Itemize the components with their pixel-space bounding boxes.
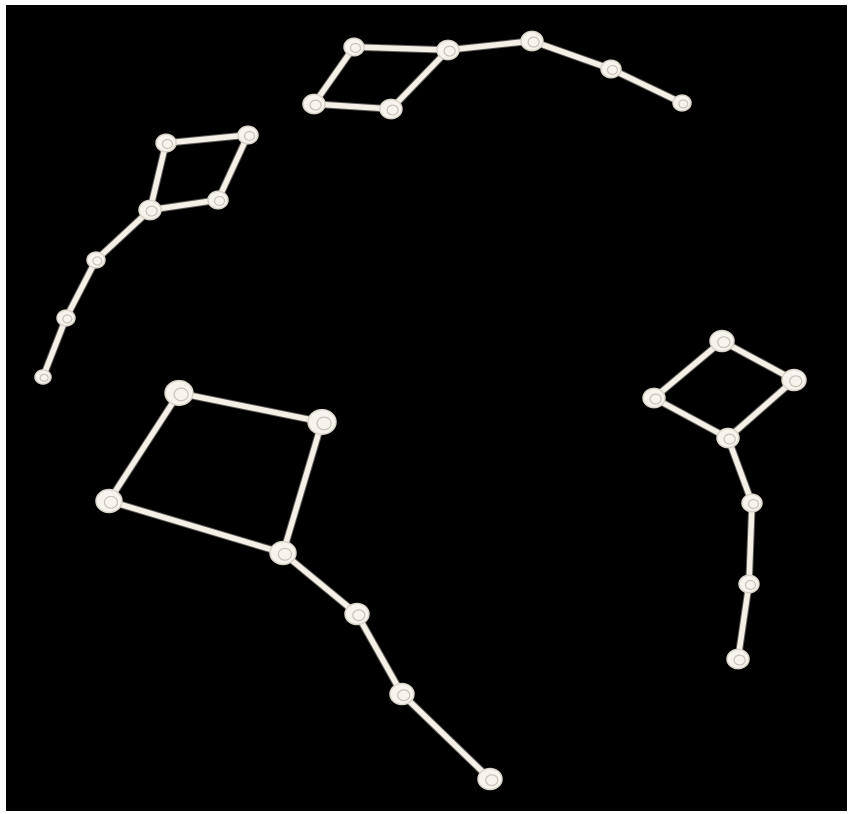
dipper-right-line-5 xyxy=(749,503,752,584)
dipper-bottom-left-star-6 xyxy=(478,768,502,789)
dipper-top-star-6 xyxy=(380,99,402,118)
dipper-right-star-0 xyxy=(710,330,734,351)
black-sky xyxy=(6,5,847,811)
dipper-right-star-1 xyxy=(782,369,806,390)
dipper-bottom-left-star-0 xyxy=(165,381,193,406)
dipper-bottom-left-star-2 xyxy=(270,542,296,565)
dipper-top-star-5 xyxy=(303,94,325,113)
dipper-top-line-0 xyxy=(354,47,448,50)
dipper-right-star-2 xyxy=(717,428,739,447)
dipper-bottom-left-star-1 xyxy=(308,410,336,435)
dipper-bottom-left-star-3 xyxy=(96,490,122,513)
dipper-right-star-3 xyxy=(643,388,665,407)
dipper-left-star-3 xyxy=(139,200,161,219)
dipper-bottom-left-star-4 xyxy=(345,603,369,624)
dipper-top-star-1 xyxy=(437,40,459,59)
dipper-bottom-left-star-5 xyxy=(390,683,414,704)
dipper-right-star-6 xyxy=(727,649,749,668)
dipper-top-star-2 xyxy=(521,31,543,50)
